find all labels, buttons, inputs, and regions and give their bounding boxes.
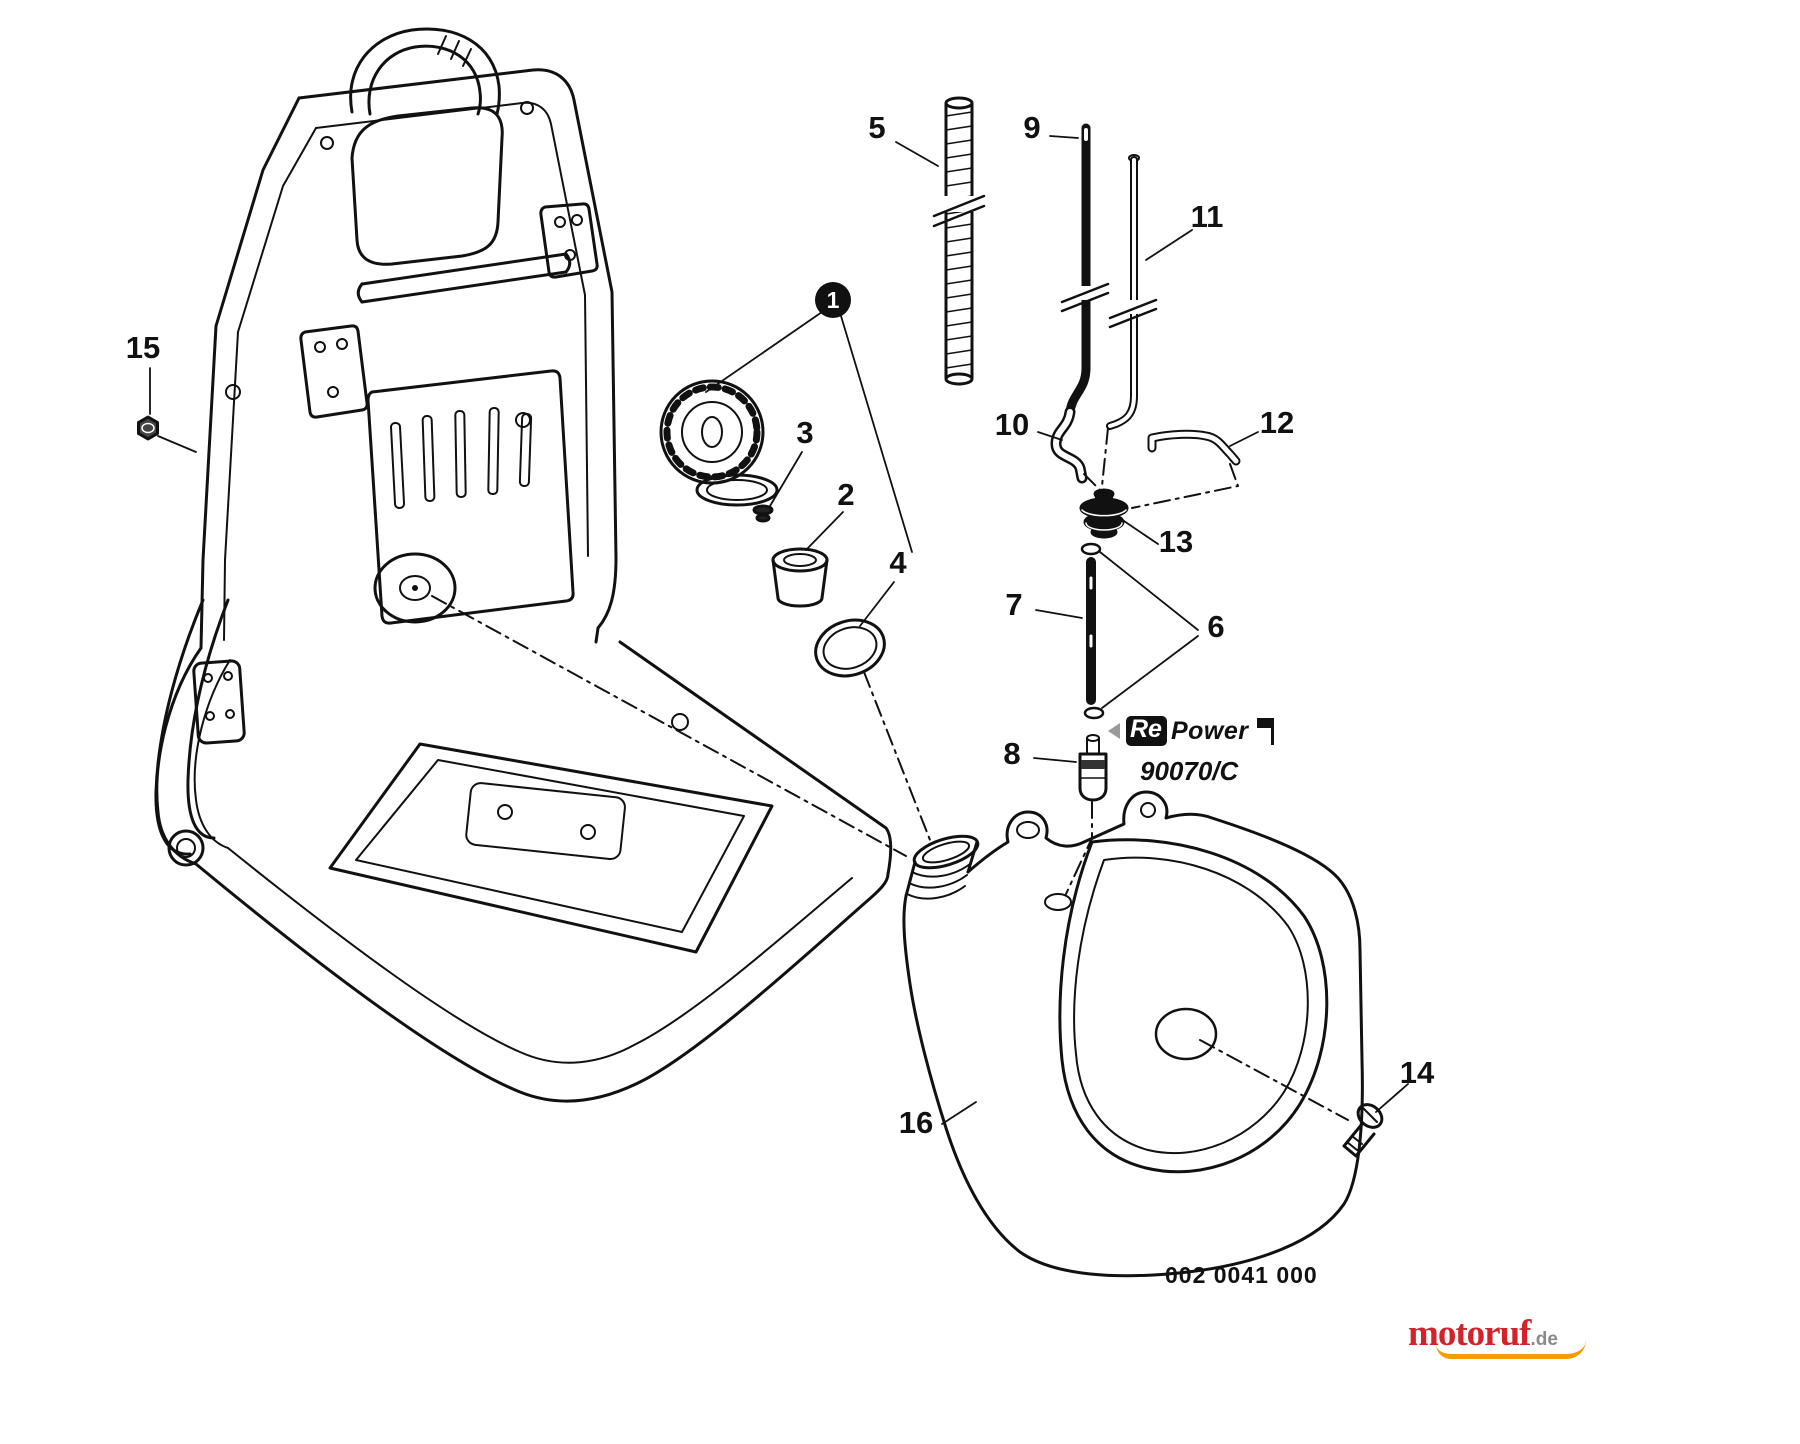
drawing-code: 002 0041 000	[1165, 1262, 1318, 1288]
repower-logo: Re Power	[1108, 716, 1275, 746]
repower-power-text: Power	[1170, 716, 1249, 745]
part-label-13: 13	[1158, 524, 1194, 559]
part-label-16: 16	[898, 1105, 934, 1140]
part-label-8: 8	[1003, 736, 1021, 771]
part-label-5: 5	[868, 110, 886, 145]
part-label-4: 4	[889, 545, 907, 580]
part-label-15: 15	[125, 330, 161, 365]
part-label-11: 11	[1190, 199, 1224, 234]
part-label-2: 2	[837, 477, 855, 512]
part-label-7: 7	[1005, 587, 1023, 622]
part-label-3: 3	[796, 415, 814, 450]
motoruf-swoosh-icon	[1436, 1340, 1586, 1359]
model-code: 90070/C	[1140, 756, 1239, 786]
leader-lines-art	[149, 135, 1409, 1125]
fasteners-art	[137, 415, 1384, 1158]
repower-re-badge: Re	[1126, 716, 1167, 746]
part-label-9: 9	[1023, 110, 1041, 145]
fuel-lines-art	[932, 96, 1241, 802]
fuel-tank-art	[902, 790, 1364, 1278]
part-label-10: 10	[994, 407, 1030, 442]
part-label-14: 14	[1399, 1055, 1435, 1090]
part-callout-1: 1	[815, 282, 851, 318]
fuel-cap-assembly-art	[659, 379, 886, 678]
part-label-6: 6	[1207, 609, 1225, 644]
part-label-12: 12	[1259, 405, 1295, 440]
arrow-left-icon	[1108, 723, 1120, 739]
backpack-frame-art	[154, 27, 893, 1103]
motoruf-logo[interactable]: motoruf.de	[1408, 1312, 1598, 1359]
flag-icon	[1256, 716, 1275, 746]
centerlines-art	[431, 427, 1349, 1121]
